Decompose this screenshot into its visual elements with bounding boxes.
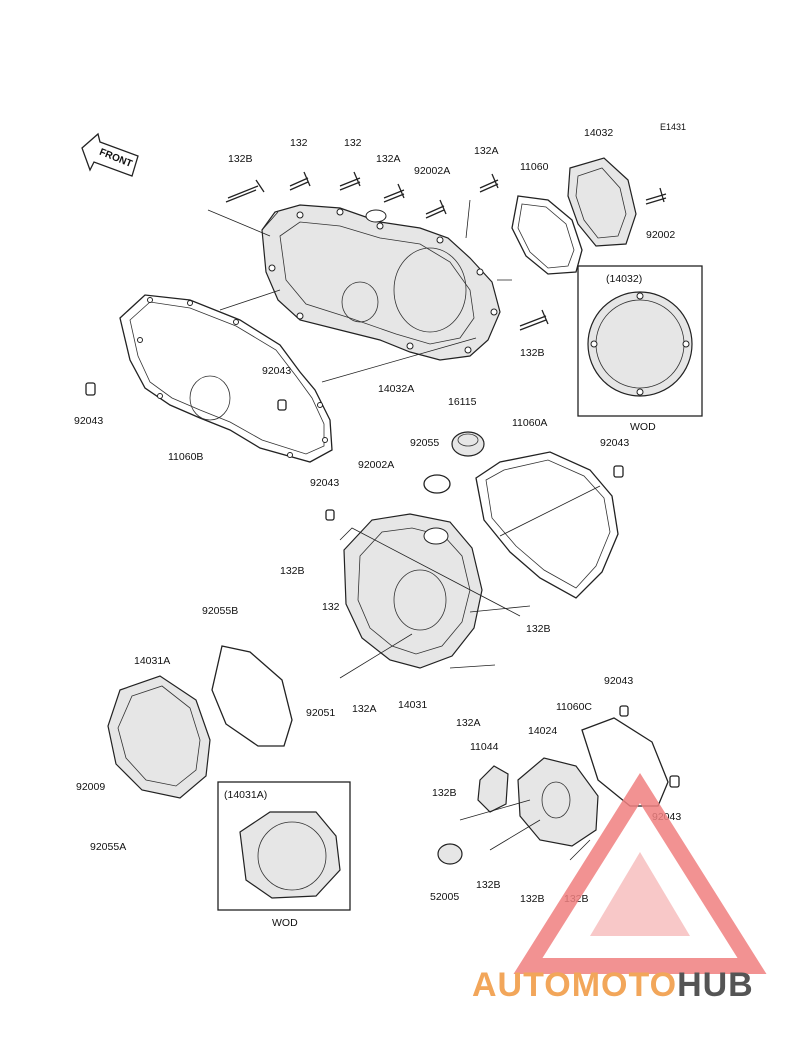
- label-132A: 132A: [456, 717, 481, 729]
- label-92009: 92009: [76, 781, 105, 793]
- label-92002A: 92002A: [414, 165, 450, 177]
- watermark-text-a: AUTOMOTO: [472, 966, 677, 1004]
- cover-14031A: [107, 675, 211, 799]
- label-92043: 92043: [604, 675, 633, 687]
- seal-52005: [437, 843, 463, 865]
- label-14032: 14032: [584, 127, 613, 139]
- label-132B: 132B: [526, 623, 551, 635]
- label-132A: 132A: [474, 145, 499, 157]
- label-132: 132: [344, 137, 362, 149]
- label-11044: 11044: [470, 741, 499, 753]
- label-92055A: 92055A: [90, 841, 126, 853]
- bolt-group-upper: [225, 171, 667, 331]
- label-132B: 132B: [520, 347, 545, 359]
- label-132A: 132A: [376, 153, 401, 165]
- wod-box-14032: [577, 265, 703, 417]
- label-132B: 132B: [476, 879, 501, 891]
- label-132A: 132A: [352, 703, 377, 715]
- label-16115: 16115: [448, 396, 477, 408]
- label-14032A: 14032A: [378, 383, 414, 395]
- label-11060: 11060: [520, 161, 549, 173]
- label-92043: 92043: [600, 437, 629, 449]
- label-11060B: 11060B: [168, 451, 203, 463]
- label-92055: 92055: [410, 437, 439, 449]
- wod-box-14031A: [217, 781, 351, 911]
- cover-14024: [517, 757, 599, 847]
- label-14031A: 14031A: [134, 655, 170, 667]
- label-92043: 92043: [262, 365, 291, 377]
- cover-14032: [567, 157, 637, 247]
- gasket-11060C: [581, 717, 669, 807]
- watermark-text-b: HUB: [677, 966, 754, 1004]
- label-14032-box: (14032): [606, 273, 642, 285]
- gasket-11060B: [119, 294, 333, 463]
- label-132: 132: [322, 601, 340, 613]
- gasket-11060A: [475, 451, 619, 599]
- front-arrow-icon: FRONT: [81, 132, 139, 177]
- o-ring-92055B: [211, 645, 293, 747]
- bracket-11044: [477, 765, 509, 813]
- gasket-11060: [511, 195, 583, 275]
- diagram-code: E1431: [660, 122, 686, 132]
- dowel-pins: [85, 382, 680, 788]
- label-14031: 14031: [398, 699, 427, 711]
- wod-label-2: WOD: [272, 917, 298, 929]
- label-52005: 52005: [430, 891, 459, 903]
- label-132B: 132B: [228, 153, 253, 165]
- label-92055B: 92055B: [202, 605, 238, 617]
- inner-cover-14031: [343, 513, 483, 669]
- label-132B: 132B: [280, 565, 305, 577]
- label-132B: 132B: [432, 787, 457, 799]
- watermark-logo-icon: [513, 772, 767, 974]
- oil-filler-cap-16115: [451, 431, 485, 457]
- label-92043: 92043: [310, 477, 339, 489]
- label-92051: 92051: [306, 707, 335, 719]
- label-92043: 92043: [74, 415, 103, 427]
- wod-label-1: WOD: [630, 421, 656, 433]
- label-11060C: 11060C: [556, 701, 592, 713]
- part-labels: 132B 132 132 132A 92002A 132A 11060 1403…: [74, 127, 681, 905]
- label-11060A: 11060A: [512, 417, 547, 429]
- label-14024: 14024: [528, 725, 557, 737]
- leader-lines: [207, 199, 601, 861]
- label-92002A: 92002A: [358, 459, 394, 471]
- label-132: 132: [290, 137, 308, 149]
- label-92002: 92002: [646, 229, 675, 241]
- o-ring-92055: [423, 474, 451, 494]
- label-132B: 132B: [520, 893, 545, 905]
- outer-clutch-cover-14032A: [261, 204, 501, 361]
- watermark-text: AUTOMOTOHUB: [472, 966, 754, 1004]
- label-14031A-box: (14031A): [224, 789, 267, 801]
